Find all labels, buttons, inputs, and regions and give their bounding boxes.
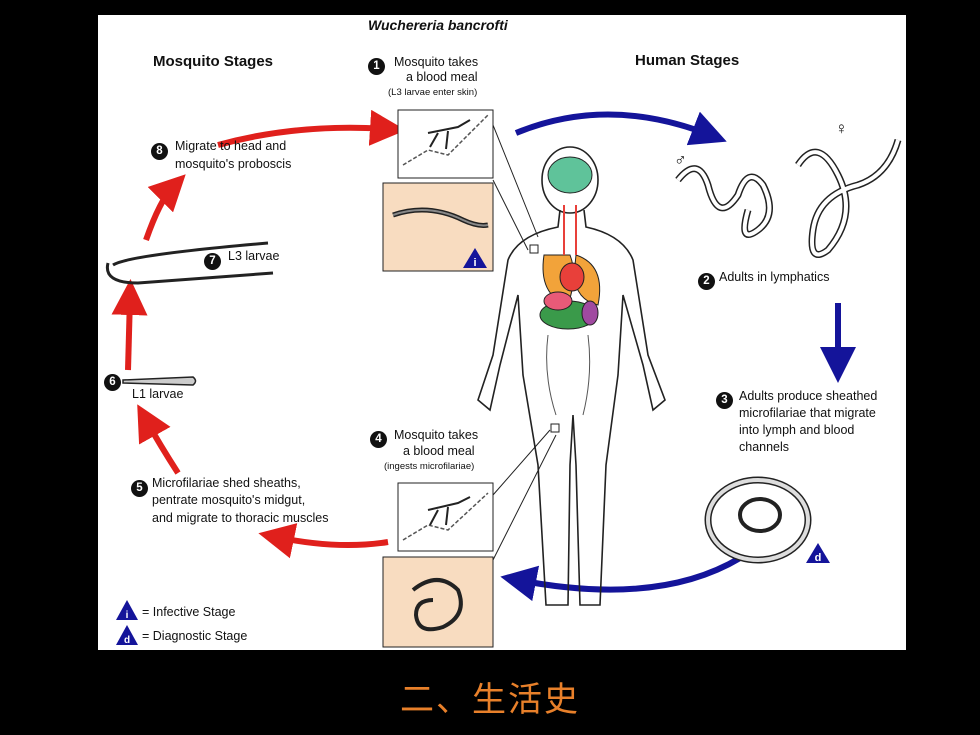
l1-larva (122, 376, 197, 386)
l3-larva (105, 241, 274, 285)
step-2-label: Adults in lymphatics (719, 270, 830, 284)
arrow-to-l3 (111, 279, 148, 371)
legend-diagnostic-icon: d (116, 625, 138, 646)
step-3-line2: microfilariae that migrate (739, 406, 876, 420)
step-8-line1: Migrate to head and (175, 139, 287, 153)
slide-caption: 二、生活史 (400, 680, 580, 720)
step-3-line3: into lymph and blood (739, 423, 855, 437)
step-5-line2: pentrate mosquito's midgut, (152, 493, 306, 507)
lifecycle-diagram-panel: i d i d Wuchereria bancrofti Mosquito St… (98, 15, 906, 650)
svg-text:d: d (815, 552, 822, 564)
step-7-label: L3 larvae (228, 249, 280, 263)
step-5-line3: and migrate to thoracic muscles (152, 511, 329, 525)
svg-text:d: d (124, 635, 130, 646)
step-4-line2: a blood meal (403, 444, 475, 458)
arrow-to-human-adults (514, 111, 727, 146)
step-8-badge: 8 (151, 143, 168, 160)
step-4-badge: 4 (370, 431, 387, 448)
step-6-badge: 6 (104, 374, 121, 391)
step-7-badge: 7 (204, 253, 221, 270)
arrow-to-step1 (217, 109, 406, 148)
infective-stage-marker: i (463, 248, 487, 269)
arrow-to-blood-meal (500, 555, 742, 602)
microfilaria-box (382, 556, 494, 648)
step-1-line2: a blood meal (406, 70, 478, 84)
mosquito-stages-header: Mosquito Stages (153, 53, 274, 70)
diagram-title: Wuchereria bancrofti (368, 17, 508, 33)
arrow-to-thoracic (258, 523, 389, 559)
step-5-line1: Microfilariae shed sheaths, (152, 476, 301, 490)
step-4-note: (ingests microfilariae) (384, 461, 475, 472)
step-3-badge: 3 (716, 392, 733, 409)
mosquito-skin-box-bottom (397, 482, 494, 552)
step-4-line1: Mosquito takes (394, 428, 479, 442)
legend-infective-label: = Infective Stage (142, 605, 236, 619)
legend-diagnostic-label: = Diagnostic Stage (142, 629, 248, 643)
arrow-to-proboscis (143, 174, 186, 241)
sheathed-microfilaria (704, 476, 812, 564)
female-symbol: ♀ (835, 119, 848, 138)
human-stages-header: Human Stages (635, 52, 740, 69)
step-1-note: (L3 larvae enter skin) (388, 87, 478, 98)
step-6-label: L1 larvae (132, 387, 184, 401)
legend-infective-icon: i (116, 600, 138, 621)
step-1-badge: 1 (368, 58, 385, 75)
step-3-line4: channels (739, 440, 790, 454)
mosquito-skin-box-top (397, 109, 494, 179)
step-3-line1: Adults produce sheathed (739, 389, 878, 403)
male-symbol: ♂ (674, 150, 687, 169)
diagnostic-stage-marker: d (806, 543, 830, 564)
svg-text:i: i (126, 610, 129, 621)
arrow-to-l1 (137, 404, 181, 475)
human-body (477, 146, 666, 606)
step-5-badge: 5 (131, 480, 148, 497)
step-2-badge: 2 (698, 273, 715, 290)
step-8-line2: mosquito's proboscis (175, 157, 292, 171)
step-1-line1: Mosquito takes (394, 55, 479, 69)
svg-text:i: i (473, 257, 476, 269)
lifecycle-drawing: i d i d (105, 109, 902, 648)
